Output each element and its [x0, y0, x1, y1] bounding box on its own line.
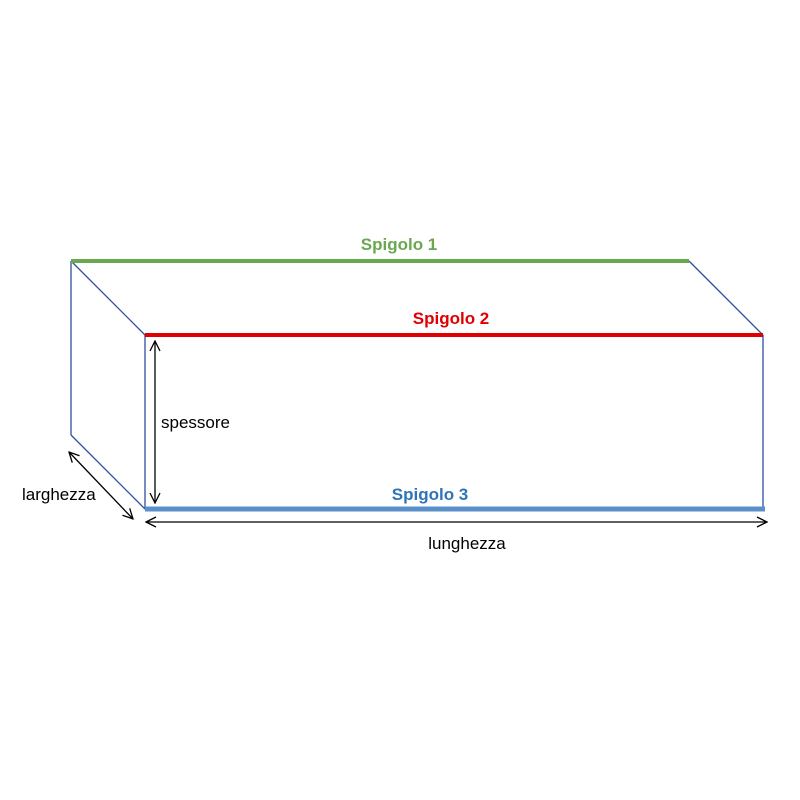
- spigolo-3-label: Spigolo 3: [392, 485, 469, 504]
- spigolo-2-label: Spigolo 2: [413, 309, 490, 328]
- larghezza-arrow: [69, 452, 133, 519]
- spigolo-1-label: Spigolo 1: [361, 235, 438, 254]
- box-outline: [70, 260, 764, 510]
- top-left-diagonal-edge: [70, 260, 146, 336]
- top-right-diagonal-edge: [688, 260, 764, 336]
- larghezza-label: larghezza: [22, 485, 96, 504]
- lunghezza-label: lunghezza: [428, 534, 506, 553]
- spessore-label: spessore: [161, 413, 230, 432]
